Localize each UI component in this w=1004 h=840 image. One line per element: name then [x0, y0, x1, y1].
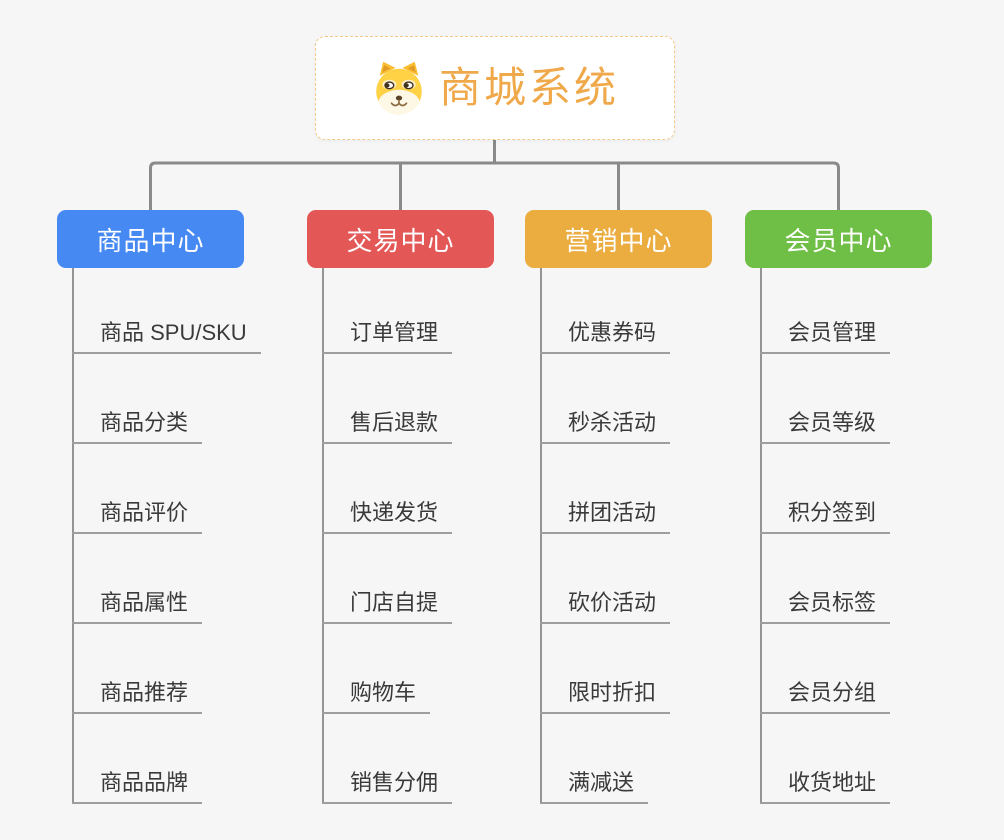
child-topic-label: 会员分组 — [788, 680, 877, 705]
child-topic[interactable]: 购物车 — [322, 624, 431, 714]
child-topic-label: 拼团活动 — [568, 500, 657, 525]
child-topic[interactable]: 拼团活动 — [540, 444, 671, 534]
child-topic-label: 商品属性 — [100, 590, 189, 615]
child-topic-label: 会员等级 — [788, 410, 877, 435]
child-topic-label: 会员管理 — [788, 320, 877, 345]
child-topic-label: 商品品牌 — [100, 770, 189, 795]
child-topic[interactable]: 订单管理 — [322, 268, 453, 354]
child-topic[interactable]: 砍价活动 — [540, 534, 671, 624]
branch-trunk-line — [322, 268, 324, 804]
child-topic[interactable]: 会员管理 — [760, 268, 891, 354]
child-topic-label: 积分签到 — [788, 500, 877, 525]
root-topic[interactable]: 商城系统 — [315, 36, 675, 140]
branch-marketing-center: 营销中心 优惠券码 秒杀活动 拼团活动 砍价活动 限时折扣 满减送 — [525, 210, 712, 804]
child-topic-label: 订单管理 — [350, 320, 439, 345]
branch-trade-center: 交易中心 订单管理 售后退款 快递发货 门店自提 购物车 销售分佣 — [307, 210, 494, 804]
child-topic[interactable]: 会员标签 — [760, 534, 891, 624]
root-topic-title: 商城系统 — [438, 64, 619, 111]
child-topic-label: 收货地址 — [788, 770, 877, 795]
child-topic-label: 商品分类 — [100, 410, 189, 435]
branch-topic-label: 商品中心 — [96, 225, 205, 256]
child-topic-label: 购物车 — [350, 680, 417, 705]
child-topic[interactable]: 会员等级 — [760, 354, 891, 444]
child-topic[interactable]: 销售分佣 — [322, 714, 453, 804]
branch-topic-product[interactable]: 商品中心 — [57, 210, 244, 268]
child-topic-label: 限时折扣 — [568, 680, 657, 705]
child-topic[interactable]: 优惠券码 — [540, 268, 671, 354]
child-topic-label: 砍价活动 — [568, 590, 657, 615]
child-topic[interactable]: 商品评价 — [72, 444, 203, 534]
child-topic[interactable]: 商品推荐 — [72, 624, 203, 714]
child-topic-label: 售后退款 — [350, 410, 439, 435]
branch-children: 订单管理 售后退款 快递发货 门店自提 购物车 销售分佣 — [322, 268, 494, 804]
child-topic[interactable]: 限时折扣 — [540, 624, 671, 714]
child-topic[interactable]: 商品品牌 — [72, 714, 203, 804]
branch-trunk-line — [72, 268, 74, 804]
child-topic[interactable]: 商品分类 — [72, 354, 203, 444]
branch-topic-trade[interactable]: 交易中心 — [307, 210, 494, 268]
child-topic-label: 秒杀活动 — [568, 410, 657, 435]
child-topic-label: 优惠券码 — [568, 320, 657, 345]
child-topic-label: 商品评价 — [100, 500, 189, 525]
child-topic-label: 销售分佣 — [350, 770, 439, 795]
child-topic[interactable]: 商品 SPU/SKU — [72, 268, 261, 354]
child-topic-label: 门店自提 — [350, 590, 439, 615]
child-topic-label: 会员标签 — [788, 590, 877, 615]
branch-topic-marketing[interactable]: 营销中心 — [525, 210, 712, 268]
child-topic-label: 商品推荐 — [100, 680, 189, 705]
branch-topic-label: 营销中心 — [564, 225, 673, 256]
child-topic[interactable]: 积分签到 — [760, 444, 891, 534]
branch-topic-member[interactable]: 会员中心 — [745, 210, 932, 268]
child-topic[interactable]: 满减送 — [540, 714, 649, 804]
child-topic-label: 满减送 — [568, 770, 635, 795]
dog-icon — [376, 61, 422, 115]
child-topic[interactable]: 售后退款 — [322, 354, 453, 444]
branch-children: 会员管理 会员等级 积分签到 会员标签 会员分组 收货地址 — [760, 268, 932, 804]
branch-trunk-line — [540, 268, 542, 804]
branch-topic-label: 交易中心 — [346, 225, 455, 256]
branch-topic-label: 会员中心 — [784, 225, 893, 256]
child-topic-label: 商品 SPU/SKU — [100, 320, 247, 345]
child-topic[interactable]: 收货地址 — [760, 714, 891, 804]
branch-children: 商品 SPU/SKU 商品分类 商品评价 商品属性 商品推荐 商品品牌 — [72, 268, 261, 804]
child-topic[interactable]: 快递发货 — [322, 444, 453, 534]
child-topic[interactable]: 门店自提 — [322, 534, 453, 624]
branch-product-center: 商品中心 商品 SPU/SKU 商品分类 商品评价 商品属性 商品推荐 商品品牌 — [57, 210, 261, 804]
branch-member-center: 会员中心 会员管理 会员等级 积分签到 会员标签 会员分组 收货地址 — [745, 210, 932, 804]
child-topic[interactable]: 商品属性 — [72, 534, 203, 624]
child-topic-label: 快递发货 — [350, 500, 439, 525]
child-topic[interactable]: 秒杀活动 — [540, 354, 671, 444]
child-topic[interactable]: 会员分组 — [760, 624, 891, 714]
branch-trunk-line — [760, 268, 762, 804]
branch-children: 优惠券码 秒杀活动 拼团活动 砍价活动 限时折扣 满减送 — [540, 268, 712, 804]
